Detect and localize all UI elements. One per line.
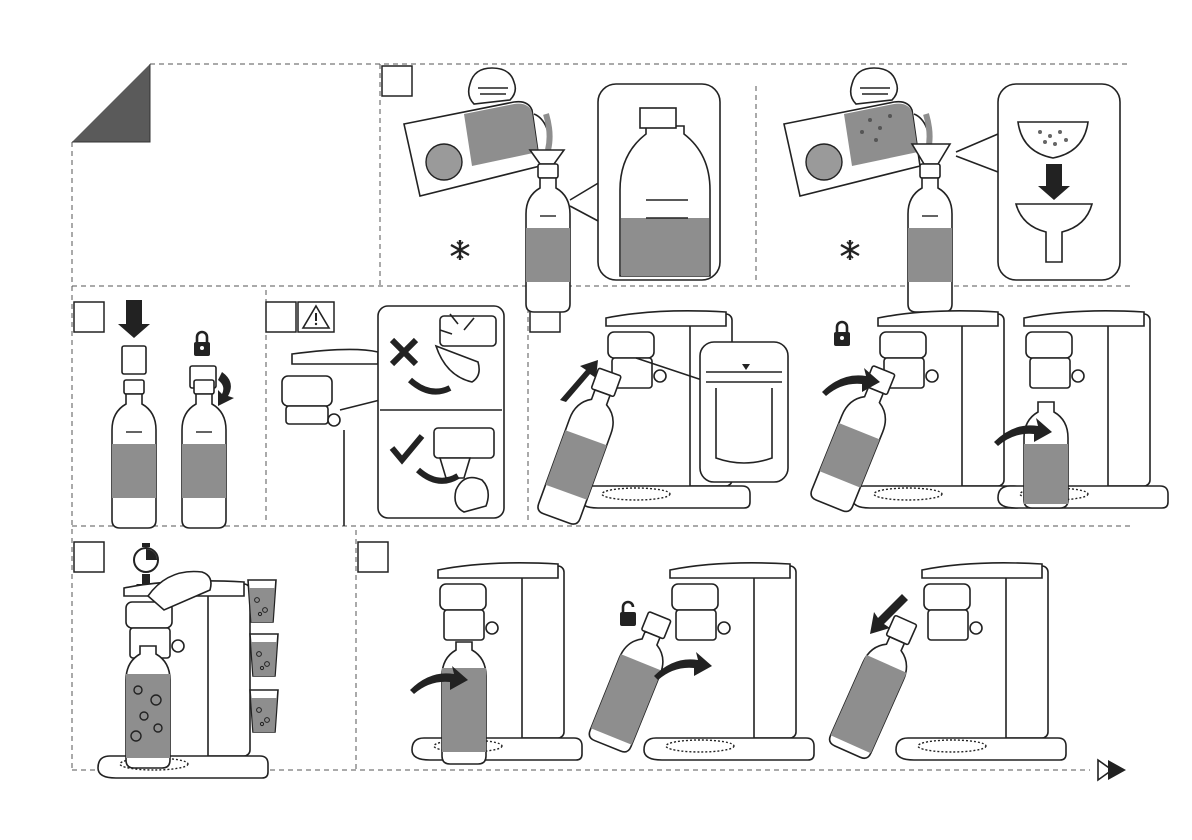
page-corner-fold [72, 64, 150, 142]
glass-icon [250, 634, 278, 676]
bottle-icon [1024, 402, 1068, 508]
step-4-insert-bottle [536, 311, 1168, 526]
twist-arrow-icon [218, 372, 234, 406]
bottle-icon [908, 164, 952, 312]
step-1a-pour-juice [404, 68, 720, 312]
step-5-carbonate [98, 543, 278, 778]
lock-icon [194, 332, 210, 356]
bottle-icon [126, 646, 170, 768]
step-2-attach-cap [112, 300, 234, 528]
juice-carton-icon [784, 102, 928, 196]
hand-icon [469, 68, 516, 104]
down-arrow-icon [118, 300, 150, 338]
step-6-remove-bottle [410, 563, 1066, 764]
bottle-icon [442, 642, 486, 764]
glass-icon [250, 690, 278, 732]
bottle-icon [587, 608, 680, 754]
step-1b-strain-juice [784, 68, 1120, 312]
next-page-arrow-icon[interactable] [1098, 760, 1126, 780]
juice-carton-icon [404, 102, 548, 196]
hand-icon [455, 478, 488, 512]
bottle-icon [112, 380, 156, 528]
hand-icon [148, 572, 211, 611]
step-3-safety-warning [282, 302, 504, 526]
alignment-zoom-callout [700, 342, 788, 482]
lock-icon [834, 322, 850, 346]
unlock-icon [620, 602, 636, 626]
glass-icon [248, 580, 276, 622]
snowflake-icon [451, 240, 469, 260]
snowflake-icon [841, 240, 859, 260]
bottle-icon [526, 164, 570, 312]
hand-icon [851, 68, 898, 104]
